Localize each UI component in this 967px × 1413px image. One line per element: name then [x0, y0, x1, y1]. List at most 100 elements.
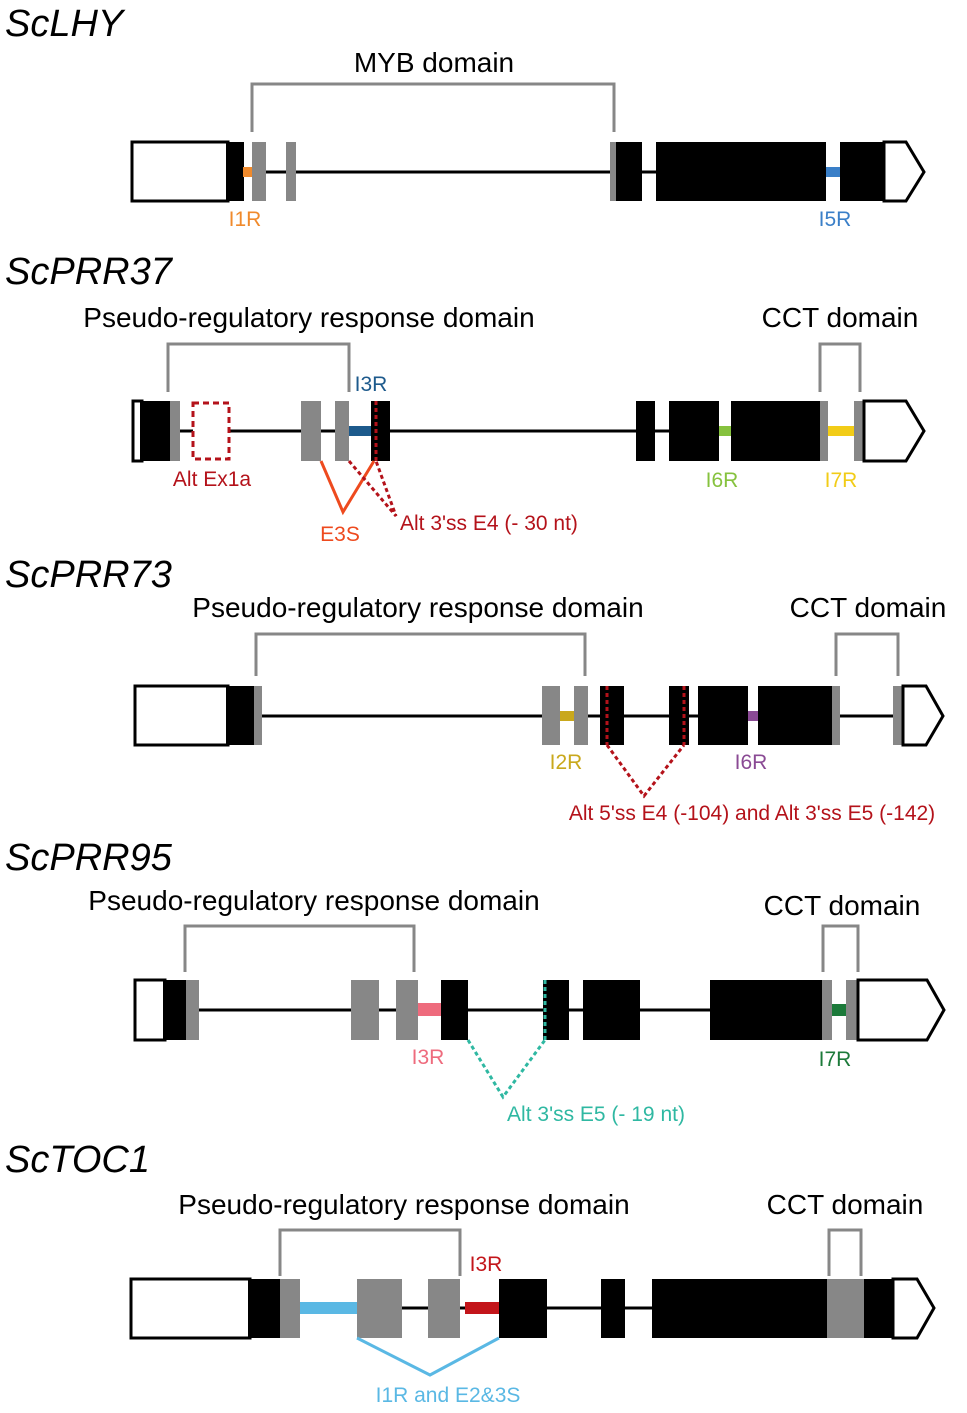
retained-intron-mark: [465, 1302, 499, 1314]
exon: [441, 980, 468, 1040]
exon: [396, 980, 418, 1040]
gene-scprr73: ScPRR73 Pseudo-regulatory response domai…: [5, 554, 946, 825]
exon: [846, 980, 858, 1040]
exon: [731, 401, 820, 461]
utr-5prime: [130, 140, 230, 203]
utr-5prime: [133, 978, 167, 1042]
retained-intron-mark: [418, 1003, 441, 1016]
exon: [428, 1279, 460, 1338]
gene-title: ScPRR95: [5, 837, 173, 879]
domain-bracket: [818, 342, 862, 392]
exon: [669, 401, 719, 461]
domain-label: Pseudo-regulatory response domain: [178, 1189, 629, 1220]
exon-skip-connector: [356, 1336, 500, 1377]
exon: [827, 1279, 864, 1338]
retained-intron-mark: [832, 1004, 846, 1016]
exon: [583, 980, 640, 1040]
domain-label: CCT domain: [767, 1189, 924, 1220]
alt-splice-connector: [347, 460, 398, 517]
exon: [248, 1279, 280, 1338]
domain-bracket: [250, 82, 616, 132]
exon: [652, 1279, 827, 1338]
domain-bracket: [254, 632, 587, 676]
alt-splice-connector: [605, 744, 686, 799]
exon: [542, 686, 560, 745]
event-label: Alt Ex1a: [173, 468, 252, 491]
utr-3prime: [891, 1277, 936, 1340]
utr-3prime: [882, 140, 926, 203]
retained-intron-mark: [243, 167, 253, 177]
event-label: I1R: [229, 208, 262, 231]
event-label: I6R: [706, 469, 739, 492]
domain-label: CCT domain: [764, 890, 921, 921]
exon: [280, 1279, 300, 1338]
exon: [252, 142, 266, 201]
exon: [669, 686, 689, 745]
retained-intron-mark: [826, 167, 840, 177]
event-label: Alt 3'ss E4 (- 30 nt): [400, 512, 578, 535]
gene-sclhy: ScLHY MYB domain I1R I5R: [5, 3, 926, 231]
exon: [758, 686, 832, 745]
retained-intron-mark: [828, 426, 854, 436]
exon: [543, 980, 569, 1040]
exon: [710, 980, 822, 1040]
exon-skip-connector: [319, 460, 376, 516]
event-label: I3R: [470, 1253, 503, 1276]
exon: [226, 142, 244, 201]
exon: [186, 980, 199, 1040]
utr-3prime: [856, 978, 946, 1042]
domain-bracket: [827, 1228, 863, 1276]
domain-bracket: [834, 632, 900, 676]
domain-label: CCT domain: [762, 302, 919, 333]
domain-label: Pseudo-regulatory response domain: [192, 592, 643, 623]
event-label: I7R: [819, 1048, 852, 1071]
exon: [574, 686, 588, 745]
gene-title: ScTOC1: [5, 1139, 150, 1181]
exon: [854, 401, 864, 461]
exon: [226, 686, 254, 745]
exon: [254, 686, 262, 745]
exon: [616, 142, 642, 201]
utr-3prime: [862, 399, 926, 463]
alt-exon-1a: [191, 401, 231, 461]
exon: [820, 401, 828, 461]
exon: [286, 142, 296, 201]
domain-label: Pseudo-regulatory response domain: [88, 885, 539, 916]
exon: [140, 401, 170, 461]
utr-5prime: [129, 1277, 252, 1340]
exon: [301, 401, 321, 461]
event-label: I1R and E2&3S: [376, 1384, 521, 1407]
utr-3prime: [901, 684, 945, 747]
domain-bracket: [183, 924, 416, 972]
domain-label: Pseudo-regulatory response domain: [83, 302, 534, 333]
retained-intron-mark: [719, 426, 731, 436]
domain-label: CCT domain: [790, 592, 947, 623]
retained-intron-mark: [300, 1302, 357, 1314]
retained-intron-mark: [349, 426, 371, 436]
domain-bracket: [821, 924, 860, 972]
domain-label: MYB domain: [354, 47, 514, 78]
exon: [600, 686, 624, 745]
event-label: I3R: [355, 373, 388, 396]
exon: [601, 1279, 625, 1338]
gene-title: ScPRR37: [5, 251, 174, 293]
exon: [170, 401, 180, 461]
exon: [698, 686, 748, 745]
retained-intron-mark: [748, 711, 758, 721]
alt-splice-connector: [466, 1039, 547, 1100]
event-label: I6R: [735, 751, 768, 774]
exon: [840, 142, 886, 201]
gene-title: ScPRR73: [5, 554, 172, 596]
retained-intron-mark: [560, 711, 574, 721]
exon: [656, 142, 826, 201]
exon: [610, 142, 616, 201]
exon: [163, 980, 186, 1040]
event-label: Alt 3'ss E5 (- 19 nt): [507, 1103, 685, 1126]
exon: [822, 980, 832, 1040]
exon: [357, 1279, 402, 1338]
domain-bracket: [278, 1228, 462, 1276]
event-label: Alt 5'ss E4 (-104) and Alt 3'ss E5 (-142…: [569, 802, 935, 825]
exon: [864, 1279, 893, 1338]
exon: [371, 401, 390, 461]
